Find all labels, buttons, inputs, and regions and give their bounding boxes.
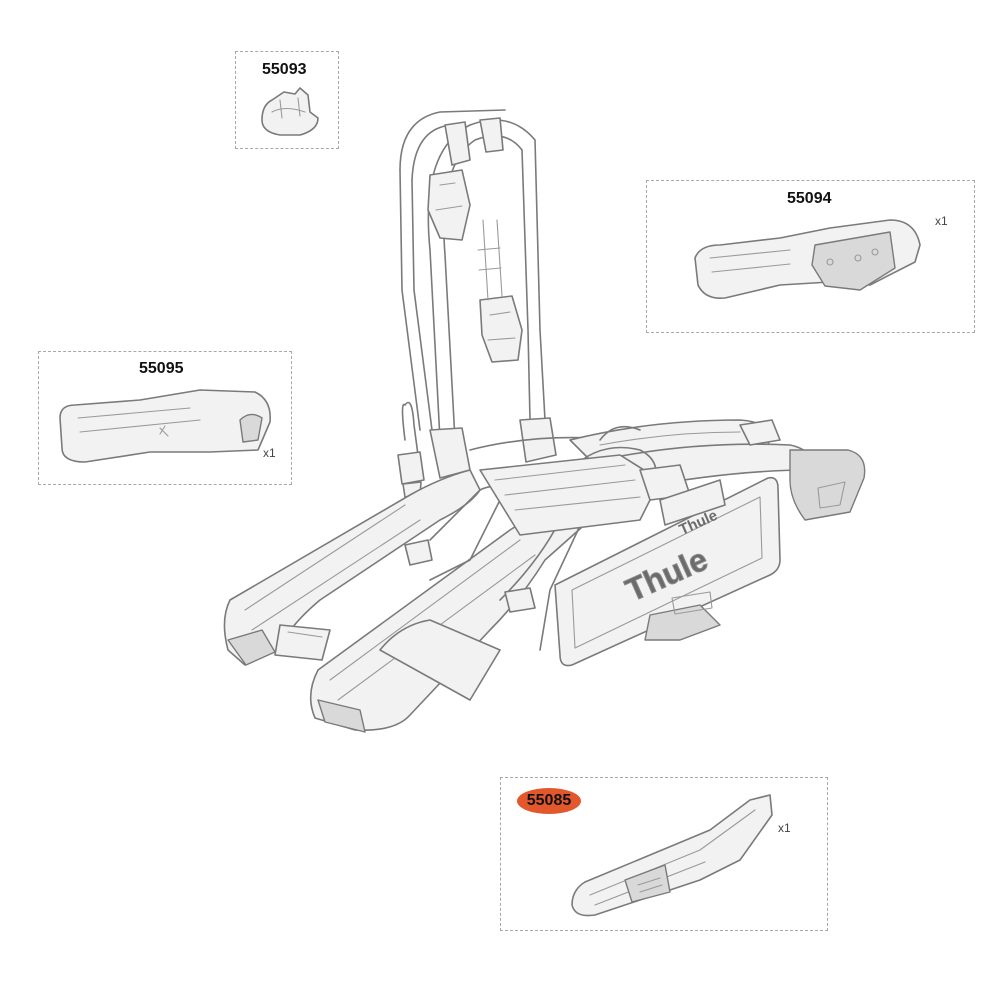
wheel-straps xyxy=(404,425,657,651)
part-number-55093[interactable]: 55093 xyxy=(262,61,307,78)
hinge-base xyxy=(429,417,621,479)
power-cable xyxy=(397,401,425,498)
part-box-55093 xyxy=(235,51,339,149)
part-box-55085 xyxy=(500,777,828,931)
part-55093-drawing xyxy=(261,87,319,136)
quantity-55095: x1 xyxy=(263,446,276,460)
part-box-55094 xyxy=(646,180,975,333)
quantity-55094: x1 xyxy=(935,214,948,228)
part-55095-drawing xyxy=(59,389,272,463)
frame-clamp-lower xyxy=(477,219,523,363)
quantity-55085: x1 xyxy=(778,821,791,835)
frame-clamp-upper xyxy=(427,117,504,241)
license-plate-holder xyxy=(554,476,781,667)
part-number-55095[interactable]: 55095 xyxy=(139,360,184,377)
part-55094-drawing xyxy=(694,219,921,300)
part-box-55095 xyxy=(38,351,292,485)
part-number-55094[interactable]: 55094 xyxy=(787,190,832,207)
arch-frame xyxy=(399,109,546,441)
wheel-tray-left xyxy=(223,469,481,666)
part-55085-drawing xyxy=(571,794,773,917)
wheel-tray-center xyxy=(309,499,591,733)
part-number-55085-highlighted[interactable]: 55085 xyxy=(517,788,581,814)
center-deck xyxy=(479,454,691,536)
